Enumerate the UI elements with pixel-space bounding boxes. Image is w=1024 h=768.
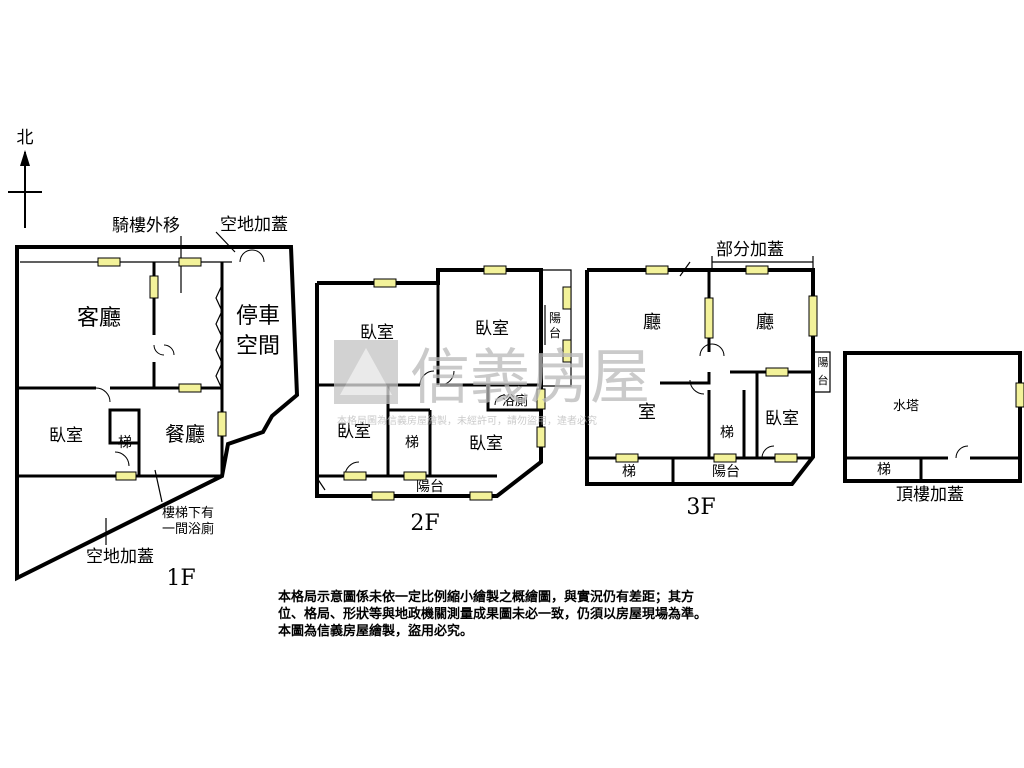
1f-under-stairs-line-2: 一間浴廁 [162, 521, 214, 537]
brand-logo-icon [334, 340, 398, 404]
3f-partial-label: 部分加蓋 [716, 240, 784, 260]
1f-living-label: 客廳 [77, 306, 121, 331]
roof-tank-label: 水塔 [893, 399, 919, 414]
2f-bedroom-nw-label: 臥室 [360, 323, 394, 343]
1f-vacant-bottom-label: 空地加蓋 [86, 547, 154, 567]
floor-2f: 臥室 臥室 陽 台 浴廁 臥室 梯 臥室 陽台 2F [315, 265, 572, 536]
1f-parking-label-2: 空間 [236, 334, 280, 359]
2f-bedroom-s-label: 臥室 [469, 434, 503, 454]
1f-stairs-label: 梯 [118, 435, 132, 451]
1f-under-stairs-line-1: 樓梯下有 [162, 506, 214, 521]
3f-balcony-s-label: 陽台 [712, 464, 740, 480]
3f-balcony-e-label-1: 陽 [818, 356, 829, 369]
floor-3f: 部分加蓋 廳 廳 陽 台 室 梯 臥室 梯 陽台 3F [585, 240, 831, 520]
3f-floor-name: 3F [686, 495, 715, 520]
1f-floor-name: 1F [166, 566, 195, 591]
1f-arcade-label: 騎樓外移 [112, 216, 180, 236]
disclaimer-line-1: 本格局示意圖係未依一定比例縮小繪製之概繪圖，與實況仍有差距；其方 [278, 590, 695, 605]
floor-1f: 騎樓外移 空地加蓋 客廳 停車 空間 臥室 梯 餐廳 樓梯下有 一間浴廁 空地加… [15, 215, 300, 591]
1f-outer-wall [15, 245, 300, 582]
roof-name: 頂樓加蓋 [896, 485, 964, 505]
1f-bedroom-label: 臥室 [49, 426, 83, 446]
2f-balcony-e-label-2: 台 [549, 325, 561, 340]
roof-stairs-label: 梯 [877, 462, 891, 478]
1f-vacant-top-label: 空地加蓋 [220, 215, 288, 235]
2f-balcony-s-label: 陽台 [416, 479, 444, 495]
brand-watermark: 信義房屋 本格局圖為信義房屋繪製，未經許可，請勿盜用，違者必究 [334, 340, 650, 427]
disclaimer-line-3: 本圖為信義房屋繪製，盜用必究。 [278, 624, 474, 639]
north-label: 北 [17, 128, 34, 148]
disclaimer-text: 本格局示意圖係未依一定比例縮小繪製之概繪圖，與實況仍有差距；其方 位、格局、形狀… [278, 589, 838, 640]
2f-outer-wall [315, 268, 543, 498]
north-compass: 北 [8, 128, 42, 228]
3f-room-label: 室 [638, 402, 656, 423]
watermark-brand: 信義房屋 [410, 343, 650, 413]
3f-stairs-mid-label: 梯 [720, 425, 734, 441]
3f-stairs-bottom-label: 梯 [622, 464, 636, 480]
1f-dining-label: 餐廳 [165, 422, 205, 446]
3f-balcony-e-label-2: 台 [818, 373, 829, 387]
roof-outer-wall [843, 351, 1022, 483]
3f-bedroom-label: 臥室 [765, 409, 799, 429]
3f-hall-w-label: 廳 [643, 312, 661, 333]
watermark-notice: 本格局圖為信義房屋繪製，未經許可，請勿盜用，違者必究 [337, 414, 597, 427]
floor-roof: 水塔 梯 頂樓加蓋 [843, 351, 1024, 505]
3f-hall-e-label: 廳 [756, 312, 774, 333]
2f-balcony-e-label-1: 陽 [549, 311, 561, 325]
2f-bath-label: 浴廁 [502, 393, 528, 409]
2f-floor-name: 2F [410, 511, 439, 536]
2f-stairs-label: 梯 [405, 435, 419, 451]
2f-bedroom-sw-label: 臥室 [337, 422, 371, 442]
1f-parking-label-1: 停車 [236, 304, 280, 329]
disclaimer-line-2: 位、格局、形狀等與地政機關測量成果圖未必一致，仍須以房屋現場為準。 [278, 607, 708, 622]
north-arrow-icon [20, 150, 30, 166]
2f-bedroom-ne-label: 臥室 [475, 319, 509, 339]
